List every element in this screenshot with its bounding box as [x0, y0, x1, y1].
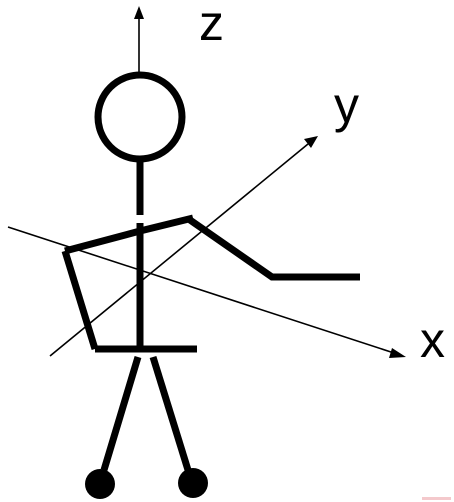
figure-right-arm: [188, 217, 360, 281]
z-axis-arrowhead: [134, 6, 144, 19]
figure-left-arm: [61, 249, 99, 351]
x-axis: [7, 226, 406, 358]
y-axis-label: y: [334, 77, 359, 133]
z-axis: [134, 6, 144, 78]
y-axis: [49, 136, 318, 357]
figure-shoulders: [64, 214, 194, 255]
figure-head: [94, 71, 186, 163]
figure-left-foot: [85, 469, 115, 499]
x-axis-label: x: [420, 312, 445, 368]
stick-figure: [61, 71, 360, 499]
figure-right-leg: [149, 355, 192, 472]
x-axis-arrowhead: [389, 348, 406, 358]
corner-mark: [422, 497, 451, 500]
figure-left-leg: [100, 355, 142, 472]
y-axis-line: [49, 143, 309, 357]
x-axis-line: [7, 226, 395, 354]
figure-right-foot: [178, 468, 208, 498]
y-axis-arrowhead: [304, 136, 318, 148]
z-axis-label: z: [199, 0, 224, 51]
